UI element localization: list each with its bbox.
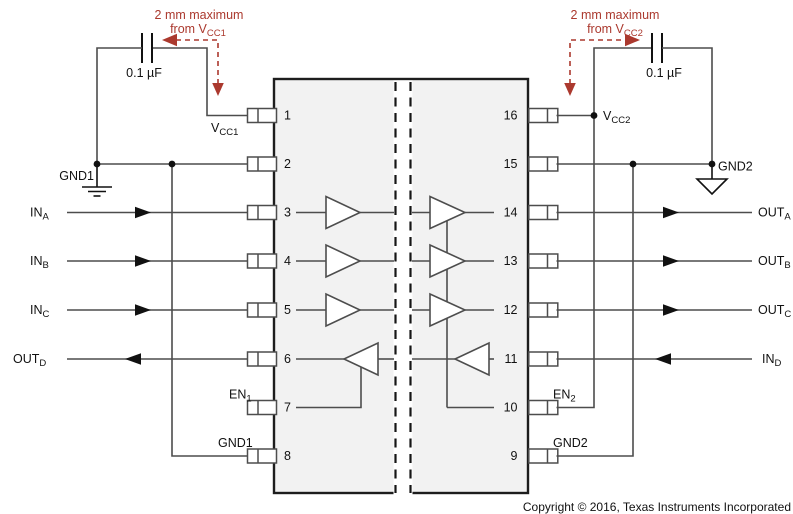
in-d-arrowhead <box>655 353 671 365</box>
buffer-b-right <box>429 243 467 279</box>
pin-stub-11 <box>528 351 559 367</box>
buffer-d-left <box>342 341 379 377</box>
out-a-arrowhead <box>663 206 679 219</box>
left-note-line2: from VCC1 <box>170 22 226 39</box>
in-a-arrowhead <box>135 206 151 219</box>
component-labels: 0.1 µF 0.1 µF VCC1 VCC2 GND1 GND2 INA IN… <box>13 66 791 450</box>
ic-internal-wiring <box>296 195 494 409</box>
pin-number-12: 12 <box>504 303 518 317</box>
pin-numbers: 1 2 3 4 5 6 7 8 16 15 14 13 12 11 10 9 <box>284 109 518 464</box>
pin-stub-4 <box>246 253 278 269</box>
vcc2-label: VCC2 <box>603 109 630 126</box>
pin-stub-7 <box>246 399 278 416</box>
right-note-arrow-to-cap <box>625 33 640 47</box>
copyright-text: Copyright © 2016, Texas Instruments Inco… <box>523 500 791 514</box>
pin-stub-2 <box>246 156 278 172</box>
pin-stub-1 <box>246 107 278 124</box>
pin-stub-5 <box>246 302 278 318</box>
buffer-a-right <box>429 195 467 230</box>
left-note-arrow-to-cap <box>162 33 177 47</box>
right-note-arrow-to-pin <box>564 83 576 96</box>
left-placement-note: 2 mm maximum from VCC1 <box>155 8 244 96</box>
cap2-to-gnd2-wire <box>662 47 713 164</box>
vcc2-junction-dot <box>590 112 598 119</box>
vcc1-wire <box>152 47 248 117</box>
pin-stub-12 <box>528 302 559 318</box>
pin-stub-10 <box>528 399 559 416</box>
en1-internal-wire <box>296 367 362 409</box>
gnd2-symbol-label: GND2 <box>718 160 753 174</box>
left-note-arrow-to-pin <box>212 83 224 96</box>
pin-number-1: 1 <box>284 109 291 123</box>
pin-number-5: 5 <box>284 303 291 317</box>
buffer-d-right <box>453 341 490 377</box>
right-placement-note: 2 mm maximum from VCC2 <box>564 8 659 96</box>
pin-number-15: 15 <box>504 157 518 171</box>
out-c-label: OUTC <box>758 303 791 320</box>
pin-number-10: 10 <box>504 401 518 415</box>
in-a-label: INA <box>30 206 50 223</box>
right-note-dashed-path <box>569 39 626 84</box>
in-b-arrowhead <box>135 255 151 267</box>
out-c-arrowhead <box>663 304 679 316</box>
buffer-c-left <box>325 292 362 328</box>
gnd1-symbol-label: GND1 <box>59 169 94 183</box>
pin-stub-3 <box>246 204 278 221</box>
pin-number-11: 11 <box>505 352 518 366</box>
in-b-label: INB <box>30 254 49 271</box>
right-supply-circuit <box>556 33 752 457</box>
vcc2-to-cap2-wire <box>593 47 652 116</box>
in-c-label: INC <box>30 303 50 320</box>
en1-label: EN1 <box>229 388 252 405</box>
pin-number-3: 3 <box>284 206 291 220</box>
pin-number-8: 8 <box>284 449 291 463</box>
pin-stub-14 <box>528 204 559 221</box>
pin8-junction-dot <box>168 160 176 168</box>
pin-number-2: 2 <box>284 157 291 171</box>
in-c-arrowhead <box>135 304 151 316</box>
out-b-label: OUTB <box>758 254 791 271</box>
en2-label: EN2 <box>553 388 576 405</box>
pin-number-6: 6 <box>284 352 291 366</box>
out-d-arrowhead <box>125 353 141 365</box>
gnd1-pin-label: GND1 <box>218 436 253 450</box>
ic-package <box>272 77 530 495</box>
right-note-line2: from VCC2 <box>587 22 643 39</box>
left-supply-circuit <box>67 33 248 457</box>
pin9-junction-dot <box>629 160 637 168</box>
pin-stub-6 <box>246 351 278 367</box>
out-d-label: OUTD <box>13 352 46 369</box>
gnd1-earth-symbol <box>82 164 112 197</box>
cap1-to-gnd1-wire <box>96 47 142 164</box>
pin-number-16: 16 <box>504 109 518 123</box>
gnd2-pin-label: GND2 <box>553 436 588 450</box>
pin-number-9: 9 <box>511 449 518 463</box>
pin-number-14: 14 <box>504 206 518 220</box>
isolation-strip <box>393 80 413 495</box>
pin-number-4: 4 <box>284 254 291 268</box>
vcc1-label: VCC1 <box>211 121 238 138</box>
left-note-line1: 2 mm maximum <box>155 8 244 22</box>
pin-stub-16 <box>528 107 559 124</box>
pin-stub-8 <box>246 448 278 464</box>
pin-stubs <box>246 107 559 464</box>
gnd2-triangle-symbol <box>695 164 729 196</box>
pin-number-13: 13 <box>504 254 518 268</box>
pin-stub-9 <box>528 448 559 464</box>
pin-stub-15 <box>528 156 559 172</box>
cap2-value-label: 0.1 µF <box>646 66 682 80</box>
cap1-value-label: 0.1 µF <box>126 66 162 80</box>
right-note-line1: 2 mm maximum <box>571 8 660 22</box>
buffer-b-left <box>325 243 362 279</box>
buffer-c-right <box>429 292 467 328</box>
pin-number-7: 7 <box>284 401 291 415</box>
in-d-label: IND <box>762 352 782 369</box>
out-a-label: OUTA <box>758 206 791 223</box>
buffer-a-left <box>325 195 362 230</box>
pin-stub-13 <box>528 253 559 269</box>
out-b-arrowhead <box>663 255 679 267</box>
left-note-dashed-path <box>176 39 219 84</box>
